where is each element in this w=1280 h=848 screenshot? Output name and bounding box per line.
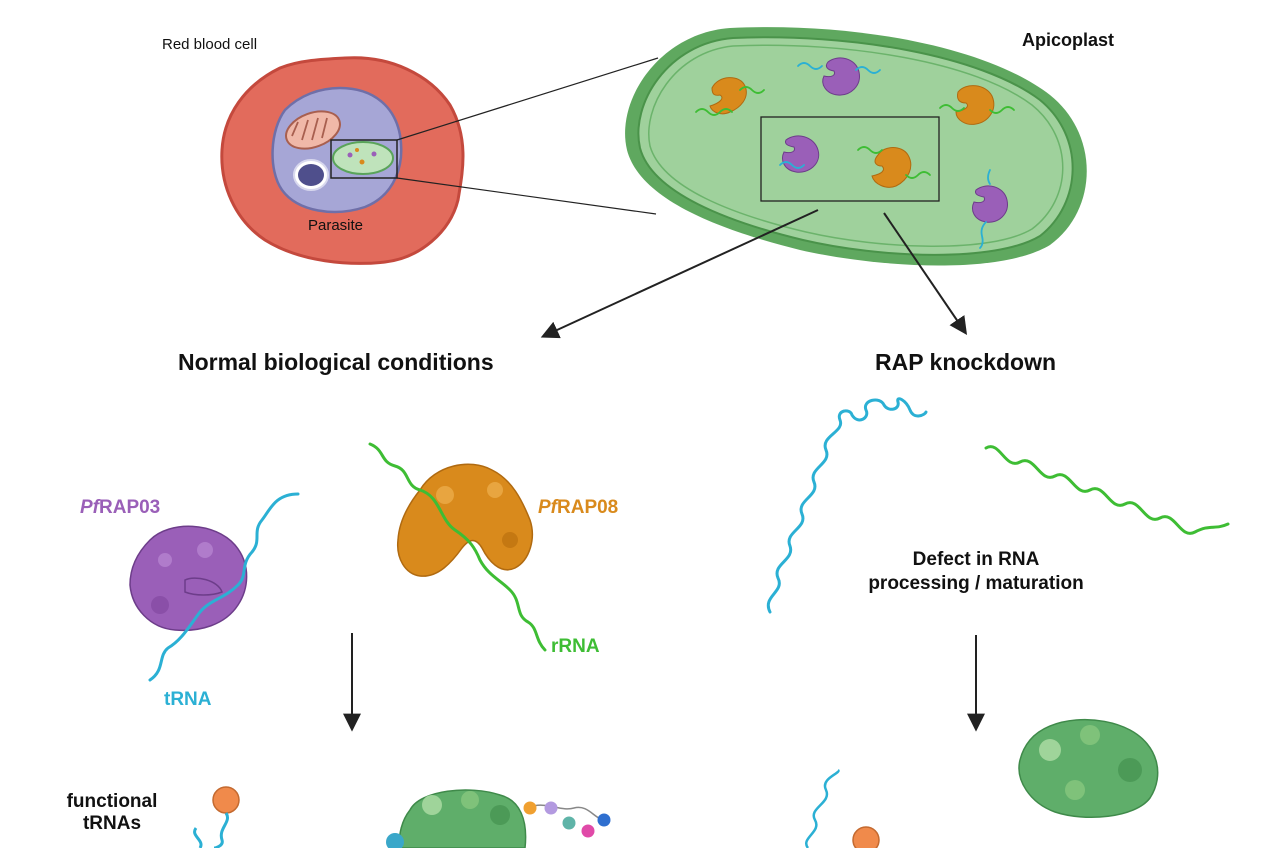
- defect-line-1: Defect in RNA: [912, 549, 1040, 570]
- parasite-label: Parasite: [308, 217, 364, 234]
- rrna-label: rRNA: [551, 636, 600, 657]
- zoom-line-top: [396, 57, 659, 141]
- small-apicoplast: [332, 141, 394, 175]
- functional-line-1: functional: [66, 791, 158, 812]
- trna-strand-knockdown: [766, 397, 928, 614]
- zoom-box: [330, 139, 398, 179]
- pfrap08-suffix: RAP08: [557, 497, 619, 518]
- pfrap08-protein: [397, 463, 534, 577]
- apicoplast: [625, 27, 1087, 266]
- red-blood-cell-label: Red blood cell: [162, 36, 258, 53]
- amino-acid-ball-knockdown: [852, 826, 880, 848]
- ribosome-knockdown: [1018, 718, 1159, 819]
- peptide-bead: [581, 824, 595, 838]
- rrna-strand-knockdown: [984, 445, 1230, 535]
- functional-trnas-label: functional tRNAs: [56, 791, 168, 835]
- amino-acid-ball-normal: [212, 786, 240, 814]
- pfrap03-prefix: Pf: [80, 497, 99, 518]
- parasite: [271, 86, 403, 214]
- peptide-bead: [523, 801, 537, 815]
- pfrap03-protein: [129, 525, 248, 632]
- peptide-bead: [597, 813, 611, 827]
- apicoplast-label: Apicoplast: [1022, 30, 1115, 50]
- apicoplast-zoom-box: [760, 116, 940, 202]
- ribosome-normal: [386, 789, 527, 848]
- rrna-strand-normal: [368, 442, 547, 652]
- trna-label: tRNA: [164, 689, 212, 710]
- arrow-to-normal: [540, 209, 819, 339]
- pfrap08-prefix: Pf: [538, 497, 557, 518]
- zoom-line-bottom: [396, 177, 657, 215]
- trna-strand-normal: [148, 492, 300, 682]
- peptide-bead: [544, 801, 558, 815]
- trna-strand-knockdown-bottom: [805, 769, 840, 848]
- defect-label: Defect in RNA processing / maturation: [846, 549, 1106, 595]
- functional-trna-strand: [213, 812, 229, 848]
- pfrap03-label: PfRAP03: [80, 497, 160, 519]
- pfrap03-suffix: RAP03: [99, 497, 161, 518]
- peptide-bead: [562, 816, 576, 830]
- arrow-to-knockdown: [883, 212, 968, 335]
- rap-knockdown-heading: RAP knockdown: [875, 349, 1057, 375]
- normal-conditions-heading: Normal biological conditions: [178, 349, 494, 375]
- functional-line-2: tRNAs: [82, 813, 142, 834]
- pfrap08-label: PfRAP08: [538, 497, 618, 519]
- defect-line-2: processing / maturation: [868, 573, 1084, 594]
